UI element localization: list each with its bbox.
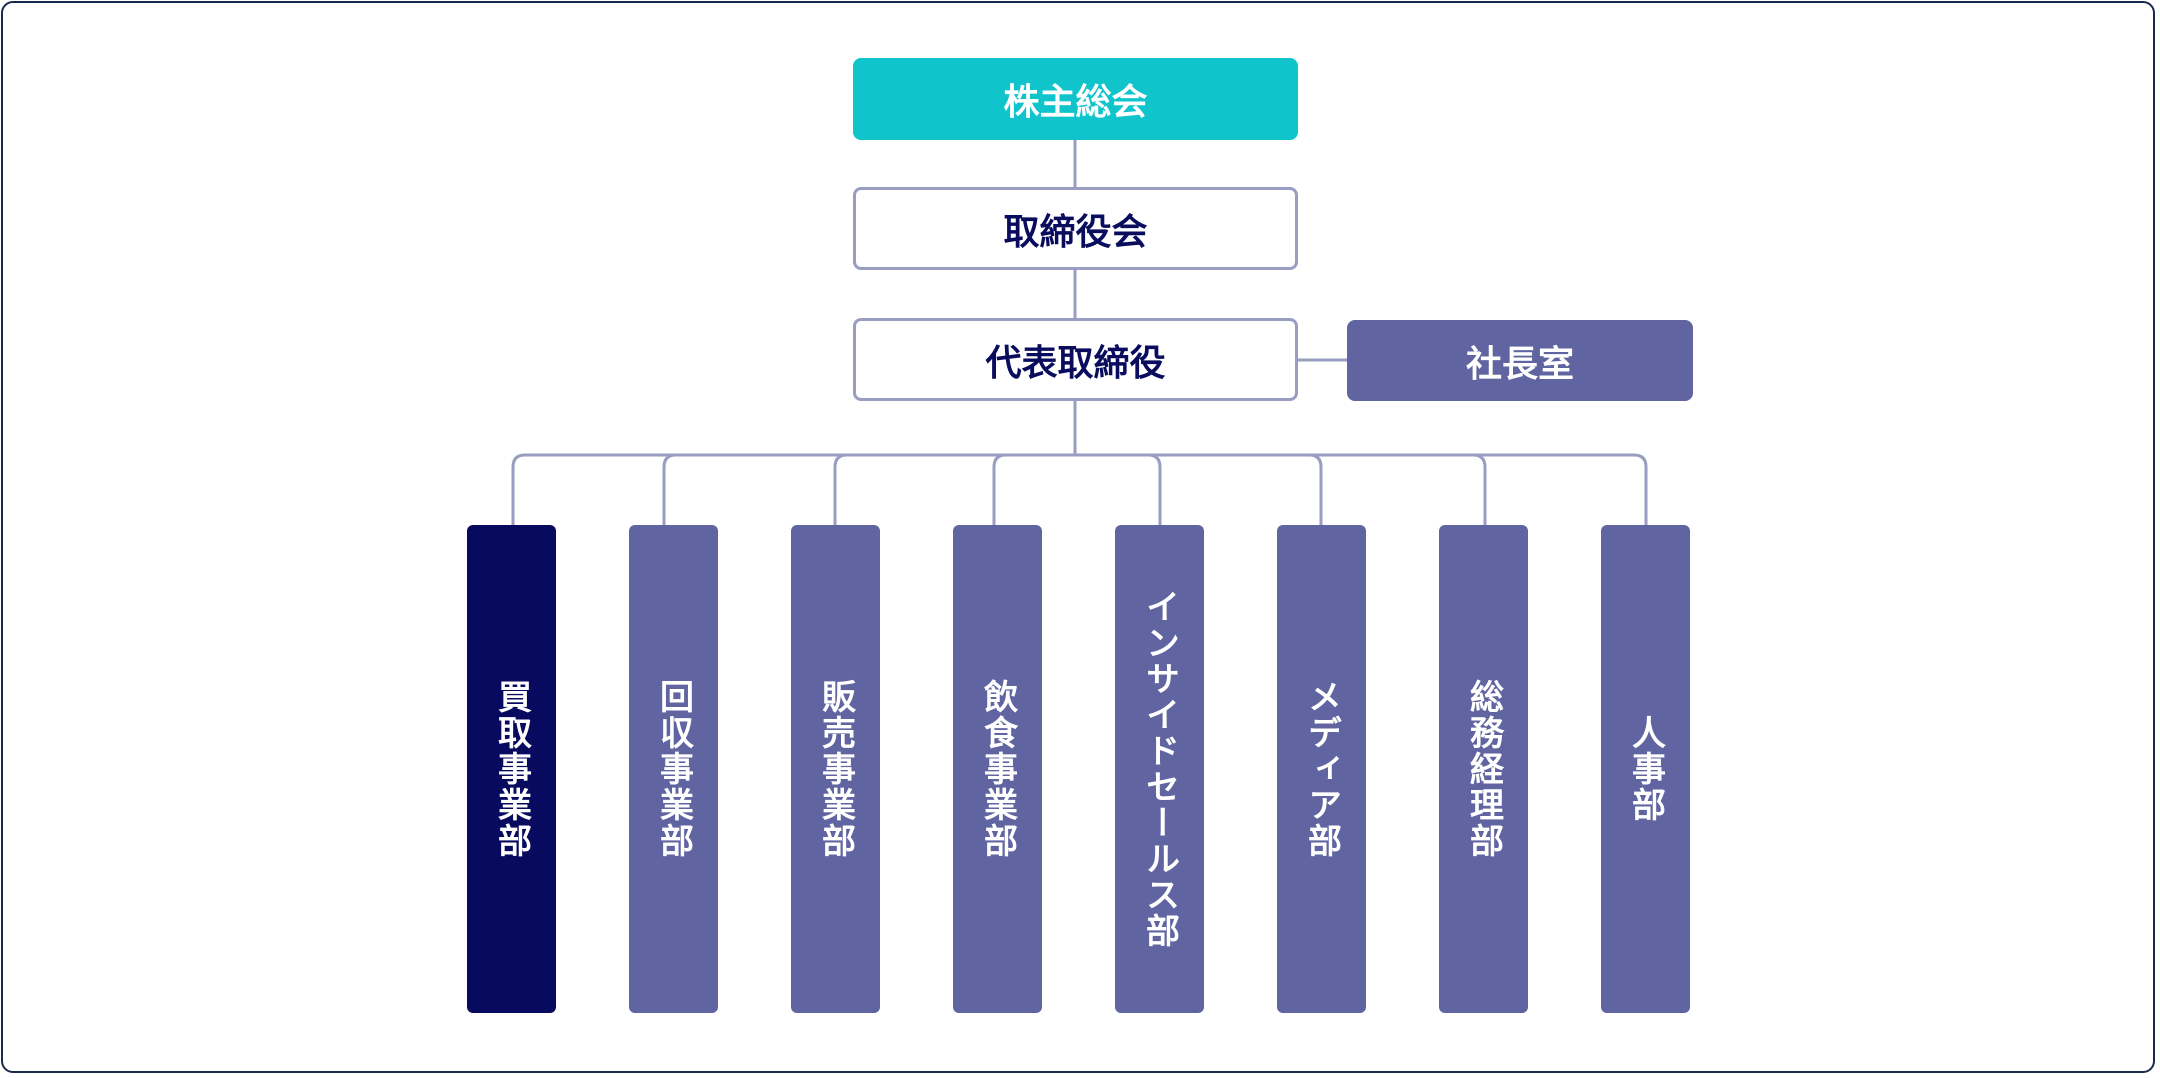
connector-dept-5 [1147, 453, 1162, 525]
department-box-media: メディア部 [1277, 525, 1366, 1013]
department-box-collection: 回収事業部 [629, 525, 718, 1013]
department-box-human-resources: 人事部 [1601, 525, 1690, 1013]
department-label: 販売事業部 [815, 679, 856, 859]
connector-dept-2 [662, 453, 677, 525]
board-of-directors-box: 取締役会 [853, 187, 1298, 270]
ceo-box: 代表取締役 [853, 318, 1298, 401]
connector-dept-7 [1472, 453, 1487, 525]
president-office-box: 社長室 [1347, 320, 1693, 401]
department-bus-line [511, 453, 1648, 525]
connector-dept-6 [1308, 453, 1323, 525]
department-box-inside-sales: インサイドセールス部 [1115, 525, 1204, 1013]
department-label: インサイドセールス部 [1139, 589, 1180, 949]
connector-dept-3 [833, 453, 848, 525]
department-box-sales: 販売事業部 [791, 525, 880, 1013]
department-label: 人事部 [1625, 715, 1666, 823]
department-label: 飲食事業部 [977, 679, 1018, 859]
shareholders-meeting-box: 株主総会 [853, 58, 1298, 140]
department-label: メディア部 [1301, 679, 1342, 859]
department-label: 回収事業部 [653, 679, 694, 859]
department-box-purchasing: 買取事業部 [467, 525, 556, 1013]
department-box-general-affairs-accounting: 総務経理部 [1439, 525, 1528, 1013]
department-label: 総務経理部 [1463, 679, 1504, 859]
connector-dept-4 [992, 453, 1007, 525]
department-label: 買取事業部 [491, 679, 532, 859]
department-box-food: 飲食事業部 [953, 525, 1042, 1013]
